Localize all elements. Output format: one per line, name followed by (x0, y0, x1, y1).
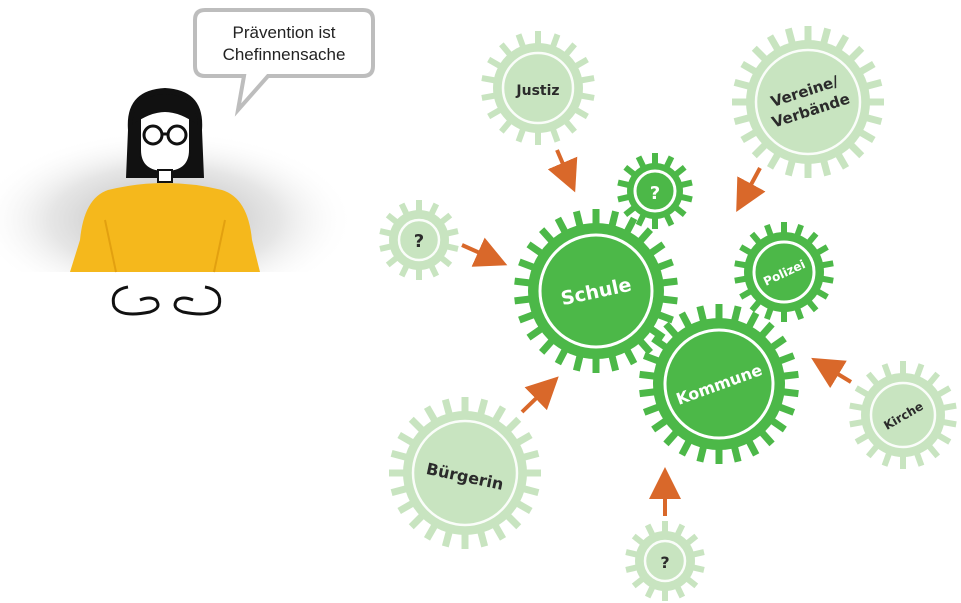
gear-label-justiz: Justiz (515, 83, 559, 99)
arrow-justiz-to-schule (547, 149, 578, 193)
person-fringe (132, 94, 198, 125)
left-hand (111, 285, 160, 316)
gear-polizei (734, 222, 834, 322)
arrow-vereine-to-center (736, 167, 766, 213)
glasses-icon (142, 124, 188, 146)
arrow-unknown-left-to-schule (461, 237, 508, 267)
arrows (461, 149, 853, 516)
speech-bubble-line2: Chefinnensache (223, 45, 346, 64)
gear-label-unknown-left: ? (414, 231, 424, 252)
gear-label-unknown-bottom: ? (660, 553, 669, 572)
gear-kommune (639, 304, 799, 464)
table-surface (0, 272, 330, 342)
arrow-kirche-to-kommune (811, 357, 853, 389)
speech-bubble-shape (193, 8, 375, 117)
gear-label-unknown-top: ? (650, 183, 660, 204)
gear-justiz (481, 31, 595, 145)
speech-bubble: Prävention ist Chefinnensache (193, 8, 375, 117)
gears-layer (379, 26, 957, 601)
speech-bubble-line1: Prävention ist (233, 23, 336, 42)
person-illustration (0, 88, 355, 342)
right-hand (173, 285, 222, 316)
gear-kirche (849, 361, 957, 469)
gear-unknown-bottom (625, 521, 705, 601)
person-shirt (70, 183, 260, 272)
gear-vereine (732, 26, 884, 178)
gear-buergerin (389, 397, 541, 549)
arrow-buergerin-to-schule (520, 376, 559, 414)
gear-unknown-top (617, 153, 693, 229)
gear-unknown-left (379, 200, 459, 280)
gear-schule (514, 209, 678, 373)
